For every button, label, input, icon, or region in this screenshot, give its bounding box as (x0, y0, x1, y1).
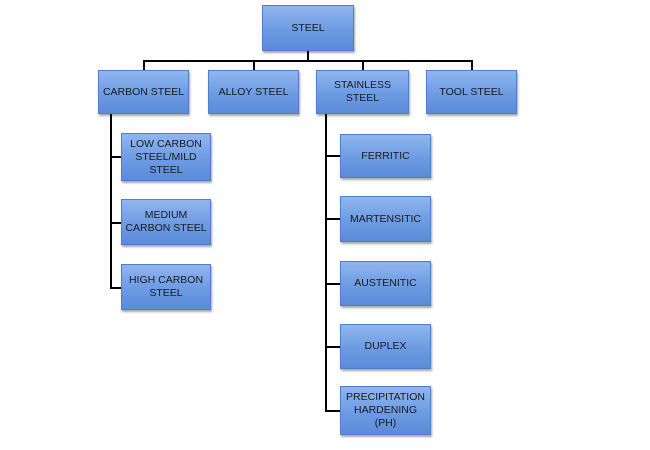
node-alloy-steel: ALLOY STEEL (208, 70, 299, 114)
connector-stainless-branch-4 (325, 346, 340, 348)
connector-drop-carbon (143, 60, 145, 70)
connector-drop-stainless (362, 60, 364, 70)
connector-stainless-branch-2 (325, 218, 340, 220)
node-precipitation-hardening: PRECIPITATION HARDENING (PH) (340, 386, 431, 435)
node-duplex: DUPLEX (340, 324, 431, 369)
connector-drop-alloy (253, 60, 255, 70)
connector-stainless-branch-5 (325, 410, 340, 412)
node-ferritic: FERRITIC (340, 134, 431, 178)
connector-stainless-branch-3 (325, 283, 340, 285)
connector-drop-tool (471, 60, 473, 70)
connector-carbon-trunk (110, 114, 112, 289)
connector-carbon-branch-3 (110, 287, 121, 289)
node-tool-steel: TOOL STEEL (426, 70, 517, 114)
node-steel: STEEL (262, 5, 354, 51)
connector-carbon-branch-2 (110, 222, 121, 224)
node-carbon-steel: CARBON STEEL (98, 70, 189, 114)
connector-stainless-branch-1 (325, 155, 340, 157)
node-martensitic: MARTENSITIC (340, 196, 431, 242)
connector-carbon-branch-1 (110, 156, 121, 158)
node-stainless-steel: STAINLESS STEEL (316, 70, 409, 114)
connector-stainless-trunk (325, 114, 327, 412)
connector-top-bar (143, 60, 473, 62)
connector-root-down (307, 51, 309, 61)
node-high-carbon-steel: HIGH CARBON STEEL (121, 264, 211, 310)
node-medium-carbon-steel: MEDIUM CARBON STEEL (121, 199, 211, 245)
node-low-carbon-steel: LOW CARBON STEEL/MILD STEEL (121, 133, 211, 181)
node-austenitic: AUSTENITIC (340, 261, 431, 306)
